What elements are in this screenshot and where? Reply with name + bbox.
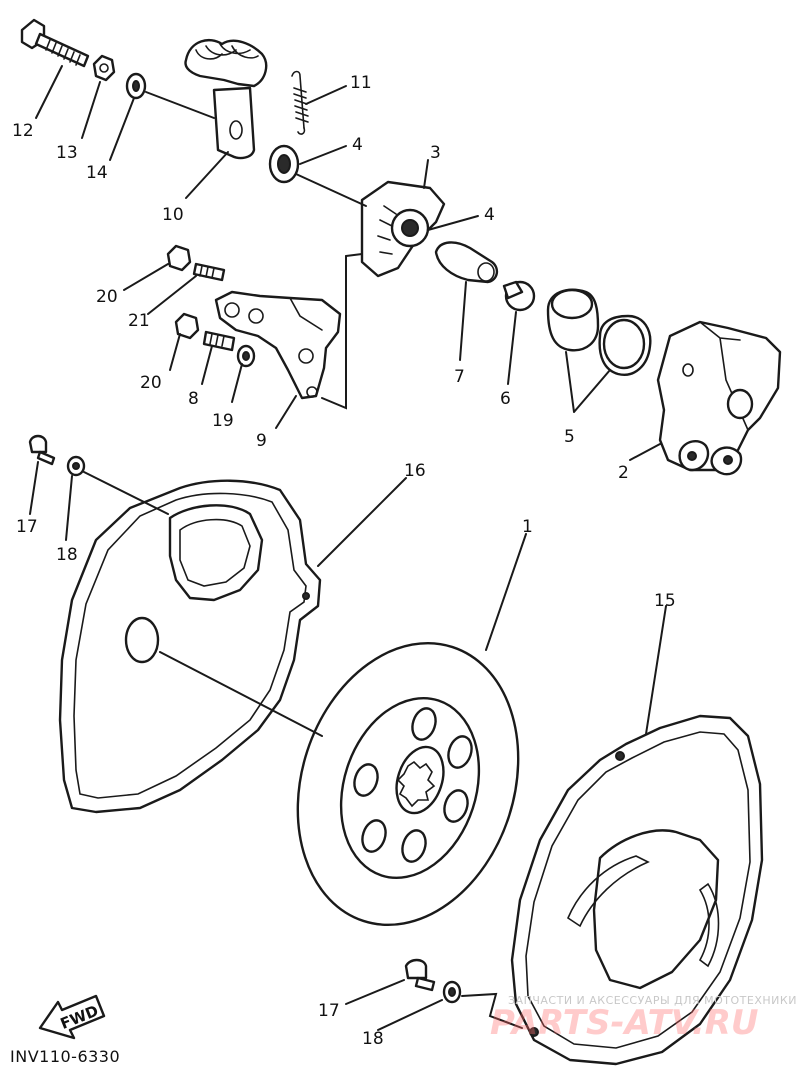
callout-15: 15 — [654, 591, 676, 611]
washer-part-18-lower — [442, 980, 462, 1004]
callout-10: 10 — [162, 205, 184, 225]
washer-part-19 — [236, 344, 256, 368]
callout-4-lower: 4 — [484, 205, 495, 225]
watermark-site: PARTS-ATV.RU — [490, 1003, 759, 1043]
cam-shaft-part-7 — [434, 241, 499, 284]
nut-part-13 — [92, 54, 116, 82]
callout-18-lower: 18 — [362, 1029, 384, 1049]
pin-part-6 — [502, 280, 536, 312]
nut-part-20-lower — [174, 312, 200, 340]
seal-part-4-upper — [268, 144, 300, 184]
piston-part-5b — [598, 314, 652, 376]
dust-cover-part-16 — [58, 479, 322, 814]
callout-2: 2 — [618, 463, 629, 483]
callout-7: 7 — [454, 367, 465, 387]
callout-3: 3 — [430, 143, 441, 163]
watermark: ЗАПЧАСТИ И АКСЕССУАРЫ ДЛЯ МОТОТЕХНИКИ PA… — [490, 994, 797, 1043]
mounting-bracket-part-9 — [214, 290, 342, 400]
caliper-body-part-2 — [656, 320, 782, 476]
callout-5: 5 — [564, 427, 575, 447]
caliper-bracket-part-3 — [360, 180, 446, 278]
bolt-part-8 — [202, 330, 236, 352]
callout-17-lower: 17 — [318, 1001, 340, 1021]
callout-16: 16 — [404, 461, 426, 481]
callout-19: 19 — [212, 411, 234, 431]
washer-part-14 — [125, 72, 147, 100]
callout-4-upper: 4 — [352, 135, 363, 155]
callout-6: 6 — [500, 389, 511, 409]
nut-part-20-upper — [166, 244, 192, 272]
callout-9: 9 — [256, 431, 267, 451]
callout-14: 14 — [86, 163, 108, 183]
screw-part-17-upper — [28, 434, 56, 466]
spring-part-11 — [291, 70, 309, 135]
callout-18-upper: 18 — [56, 545, 78, 565]
callout-13: 13 — [56, 143, 78, 163]
callout-21: 21 — [128, 311, 150, 331]
brake-disc-part-1 — [296, 641, 520, 927]
callout-11: 11 — [350, 73, 372, 93]
callout-20-upper: 20 — [96, 287, 118, 307]
stud-part-21 — [192, 262, 226, 282]
callout-20-lower: 20 — [140, 373, 162, 393]
screw-part-17-lower — [404, 958, 436, 992]
callout-17-upper: 17 — [16, 517, 38, 537]
bolt-part-12 — [20, 18, 90, 68]
figure-code: INV110-6330 — [10, 1047, 120, 1066]
callout-8: 8 — [188, 389, 199, 409]
watermark-tagline: ЗАПЧАСТИ И АКСЕССУАРЫ ДЛЯ МОТОТЕХНИКИ — [508, 994, 797, 1007]
washer-part-18-upper — [66, 455, 86, 477]
backing-plate-part-15 — [510, 714, 764, 1066]
forward-direction-arrow: FWD — [38, 994, 106, 1040]
brake-arm-part-10 — [184, 39, 268, 160]
callout-1: 1 — [522, 517, 533, 537]
callout-12: 12 — [12, 121, 34, 141]
piston-part-5a — [546, 288, 600, 352]
